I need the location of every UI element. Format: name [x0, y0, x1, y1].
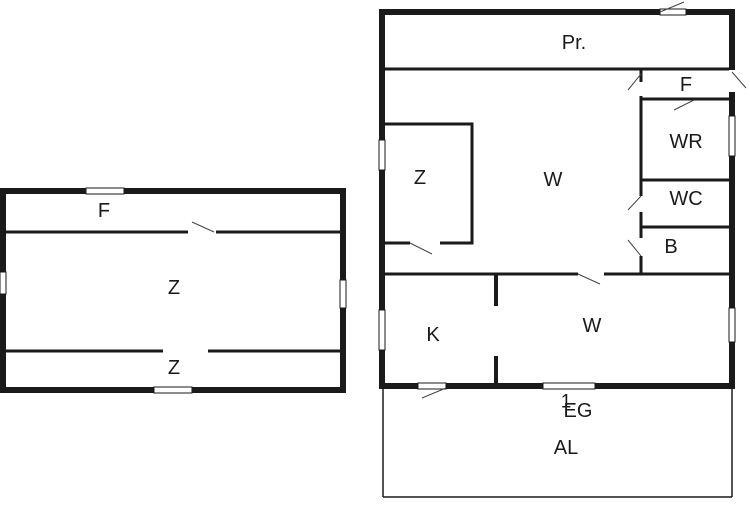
window-k-left	[378, 309, 386, 351]
door-wc-leaf	[627, 195, 642, 211]
window-w-bottom	[542, 382, 596, 390]
wall-z-room	[385, 122, 474, 245]
level-name: EG	[563, 400, 593, 422]
room-label-al: AL	[553, 437, 579, 459]
entry-door-opening	[417, 382, 447, 390]
room-label-b: B	[664, 236, 678, 258]
door-mid-leaf	[577, 273, 601, 285]
room-label-right-z: Z	[413, 167, 427, 189]
room-label-w-upper: W	[543, 169, 563, 191]
door-wc-opening	[638, 196, 644, 212]
room-label-w-lower: W	[582, 315, 602, 337]
window-z-left	[378, 139, 386, 171]
door-wr-leaf	[673, 99, 695, 111]
left-window-bottom	[153, 386, 193, 394]
door-f-outer-leaf	[731, 71, 747, 89]
window-wr-right	[728, 115, 736, 157]
window-w-right	[728, 307, 736, 343]
room-label-pr: Pr.	[561, 32, 587, 54]
room-label-wr: WR	[669, 131, 703, 153]
left-door-leaf	[191, 221, 215, 233]
door-f-inner-leaf	[627, 73, 642, 91]
room-label-k: K	[426, 324, 440, 346]
left-window-left	[0, 271, 7, 295]
room-label-left-z-main: Z	[167, 277, 181, 299]
door-pr-leaf	[659, 1, 685, 13]
left-plan	[0, 187, 347, 394]
door-f-inner-opening	[638, 82, 644, 96]
door-b-opening	[638, 238, 644, 256]
door-b-leaf	[627, 239, 642, 257]
left-window-top	[85, 187, 125, 195]
room-label-right-f: F	[679, 74, 693, 96]
entry-door-leaf	[421, 387, 447, 399]
room-label-left-f: F	[97, 200, 111, 222]
room-label-wc: WC	[669, 188, 703, 210]
room-label-left-z-small: Z	[167, 357, 181, 379]
level-mark: 1	[560, 391, 572, 413]
door-z-leaf	[409, 242, 433, 255]
door-f-outer-opening	[729, 70, 735, 92]
left-window-right	[339, 279, 347, 309]
right-plan	[378, 1, 747, 498]
left-door-opening	[188, 229, 216, 235]
